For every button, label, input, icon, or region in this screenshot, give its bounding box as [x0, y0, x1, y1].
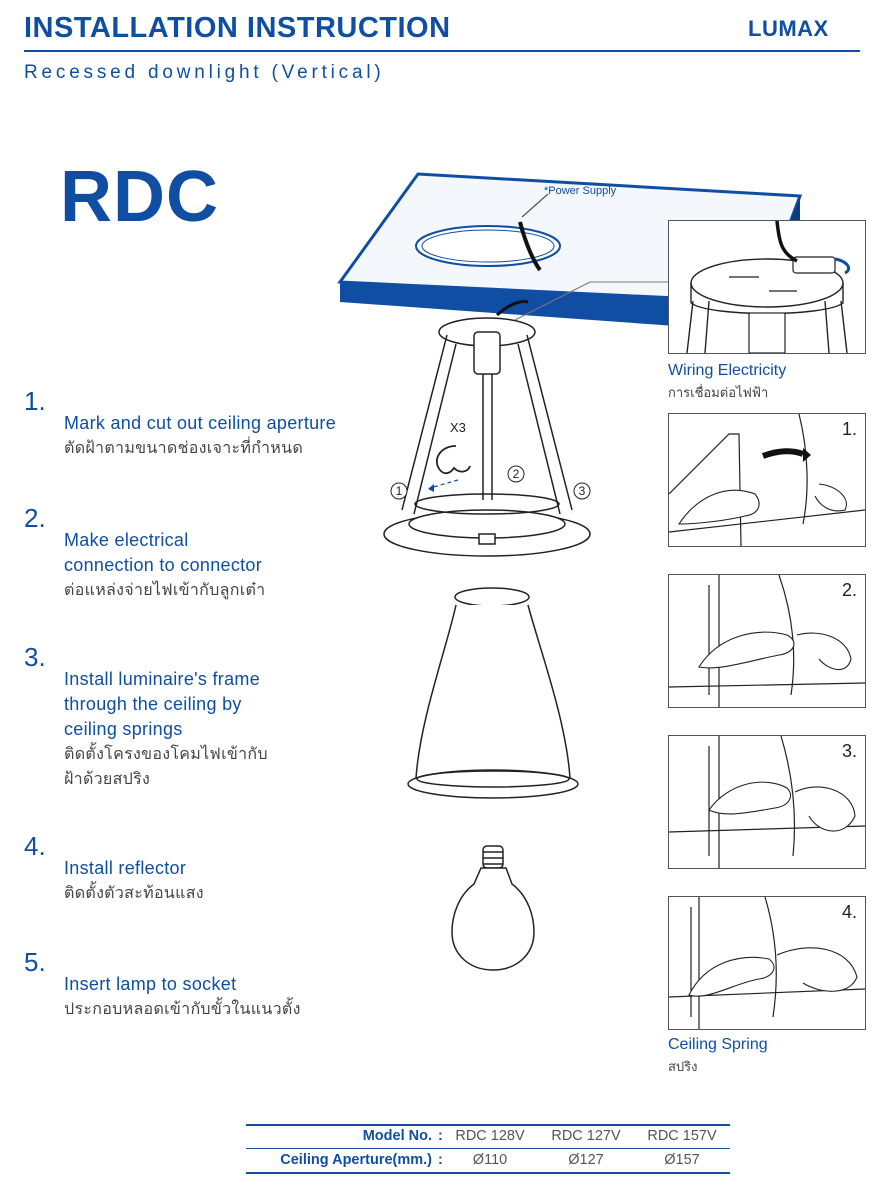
spring-step-2-illustration	[669, 575, 865, 707]
step-text-th: ต่อแหล่งจ่ายไฟเข้ากับลูกเต๋า	[64, 582, 266, 599]
step-text-en: Insert lamp to socket	[64, 974, 237, 994]
marker-3: 3	[579, 484, 586, 498]
step-number: 2.	[24, 503, 46, 533]
spring-step-4-illustration	[669, 897, 865, 1029]
power-cable	[518, 221, 542, 272]
circle-markers: 1 2 3	[390, 465, 591, 500]
step-text-th: ประกอบหลอดเข้ากับขั้วในแนวตั้ง	[64, 1001, 301, 1018]
spring-panel-1: 1.	[668, 413, 866, 547]
spring-caption-th: สปริง	[668, 1059, 698, 1074]
aperture-label: Ceiling Aperture(mm.)	[280, 1152, 432, 1168]
model-cell: RDC 127V	[551, 1128, 621, 1144]
spring-step-3-illustration	[669, 736, 865, 868]
ceiling-spring	[435, 445, 471, 475]
step-number: 4.	[24, 831, 46, 861]
aperture-row: Ceiling Aperture(mm.) : Ø110 Ø127 Ø157	[246, 1152, 730, 1174]
model-label: Model No.	[362, 1128, 432, 1144]
step-text-th: ตัดฝ้าตามขนาดช่องเจาะที่กำหนด	[64, 440, 304, 457]
step-text-en: Make electrical connection to connector	[64, 530, 263, 575]
step-number: 3.	[24, 642, 46, 672]
model-cell: RDC 157V	[647, 1128, 717, 1144]
table-top-rule	[246, 1124, 730, 1126]
spring-caption-en: Ceiling Spring	[668, 1036, 768, 1053]
colon: :	[438, 1128, 443, 1144]
header-divider	[24, 50, 860, 52]
step-text-en: Install luminaire's frame through the ce…	[64, 669, 260, 739]
step-number: 1.	[24, 386, 46, 416]
model-cell: RDC 128V	[455, 1128, 525, 1144]
power-supply-label: *Power Supply	[544, 185, 617, 197]
brand-logo: LUMAX	[748, 16, 829, 41]
model-row: Model No. : RDC 128V RDC 127V RDC 157V	[246, 1128, 730, 1150]
step-text-en: Install reflector	[64, 858, 187, 878]
spring-panel-3: 3.	[668, 735, 866, 869]
model-name: RDC	[60, 157, 219, 237]
colon: :	[438, 1152, 443, 1168]
panel-number: 3.	[841, 741, 857, 761]
document-subtitle: Recessed downlight (Vertical)	[24, 62, 385, 83]
marker-1: 1	[396, 484, 403, 498]
reflector	[407, 587, 579, 799]
wiring-caption-en: Wiring Electricity	[668, 362, 787, 379]
wiring-caption-th: การเชื่อมต่อไฟฟ้า	[668, 385, 769, 400]
panel-number: 4.	[841, 902, 857, 922]
luminaire-frame	[383, 317, 591, 557]
step-text-th: ติดตั้งโครงของโคมไฟเข้ากับ ฝ้าด้วยสปริง	[64, 746, 268, 788]
aperture-cell: Ø157	[664, 1152, 700, 1168]
quantity-label: X3	[450, 420, 466, 435]
aperture-cell: Ø110	[472, 1152, 508, 1168]
panel-number: 2.	[841, 580, 857, 600]
spring-step-1-illustration	[669, 414, 865, 546]
table-bottom-rule	[246, 1172, 730, 1174]
spring-panel-2: 2.	[668, 574, 866, 708]
document-title: INSTALLATION INSTRUCTION	[24, 12, 451, 44]
step-text-th: ติดตั้งตัวสะท้อนแสง	[64, 885, 204, 902]
panel-number: 1.	[841, 419, 857, 439]
step-text-en: Mark and cut out ceiling aperture	[64, 413, 337, 433]
spring-panel-4: 4.	[668, 896, 866, 1030]
step-number: 5.	[24, 947, 46, 977]
wiring-illustration	[686, 221, 851, 353]
aperture-cell: Ø127	[568, 1152, 604, 1168]
marker-2: 2	[513, 467, 520, 481]
table-mid-rule	[246, 1148, 730, 1149]
led-lamp	[451, 845, 535, 971]
wiring-electricity-panel	[668, 220, 866, 354]
